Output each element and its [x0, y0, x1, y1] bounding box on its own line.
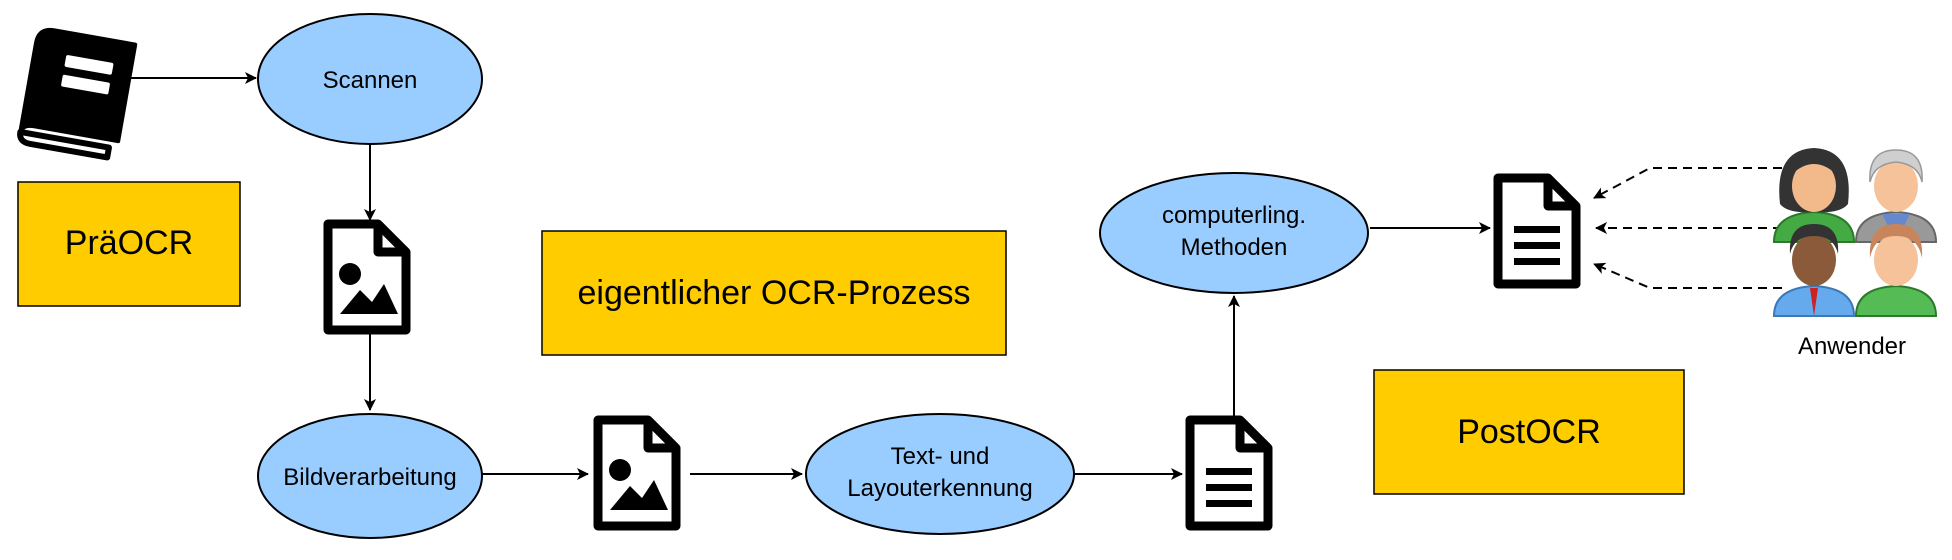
book-icon — [17, 27, 138, 161]
node-image-processing: Bildverarbeitung — [257, 413, 483, 539]
phase-label-pre-ocr: PräOCR — [65, 224, 193, 262]
node-recognition-label-line1: Text- und — [891, 443, 990, 470]
users-label: Anwender — [1798, 333, 1906, 360]
phase-box-ocr-process: eigentlicher OCR-Prozess — [541, 230, 1007, 356]
dashed-user-arrows — [1593, 167, 1782, 289]
node-methods-label-line1: computerling. — [1162, 202, 1306, 229]
node-text-layout-recognition: Text- und Layouterkennung — [805, 413, 1075, 535]
phase-label-ocr-process: eigentlicher OCR-Prozess — [577, 274, 970, 312]
user-person-icon — [1854, 224, 1938, 317]
phase-box-post-ocr: PostOCR — [1373, 369, 1685, 495]
phase-box-pre-ocr: PräOCR — [17, 181, 241, 307]
image-file-icon — [598, 420, 676, 526]
node-recognition-label-line2: Layouterkennung — [847, 475, 1032, 502]
dashed-arrow-user-top — [1593, 167, 1782, 199]
node-methods-label-line2: Methoden — [1181, 234, 1288, 261]
user-group-icon — [1772, 148, 1938, 317]
connectors — [126, 72, 1782, 480]
text-document-icon — [1498, 178, 1576, 284]
phase-label-post-ocr: PostOCR — [1457, 413, 1601, 451]
text-document-icon — [1190, 420, 1268, 526]
node-scan: Scannen — [257, 13, 483, 145]
user-man-icon — [1772, 224, 1856, 317]
node-scan-label: Scannen — [323, 67, 418, 94]
node-computational-methods: computerling. Methoden — [1099, 172, 1369, 294]
node-image-processing-label: Bildverarbeitung — [283, 464, 456, 491]
image-file-icon — [328, 224, 406, 330]
dashed-arrow-user-bottom — [1593, 262, 1782, 289]
